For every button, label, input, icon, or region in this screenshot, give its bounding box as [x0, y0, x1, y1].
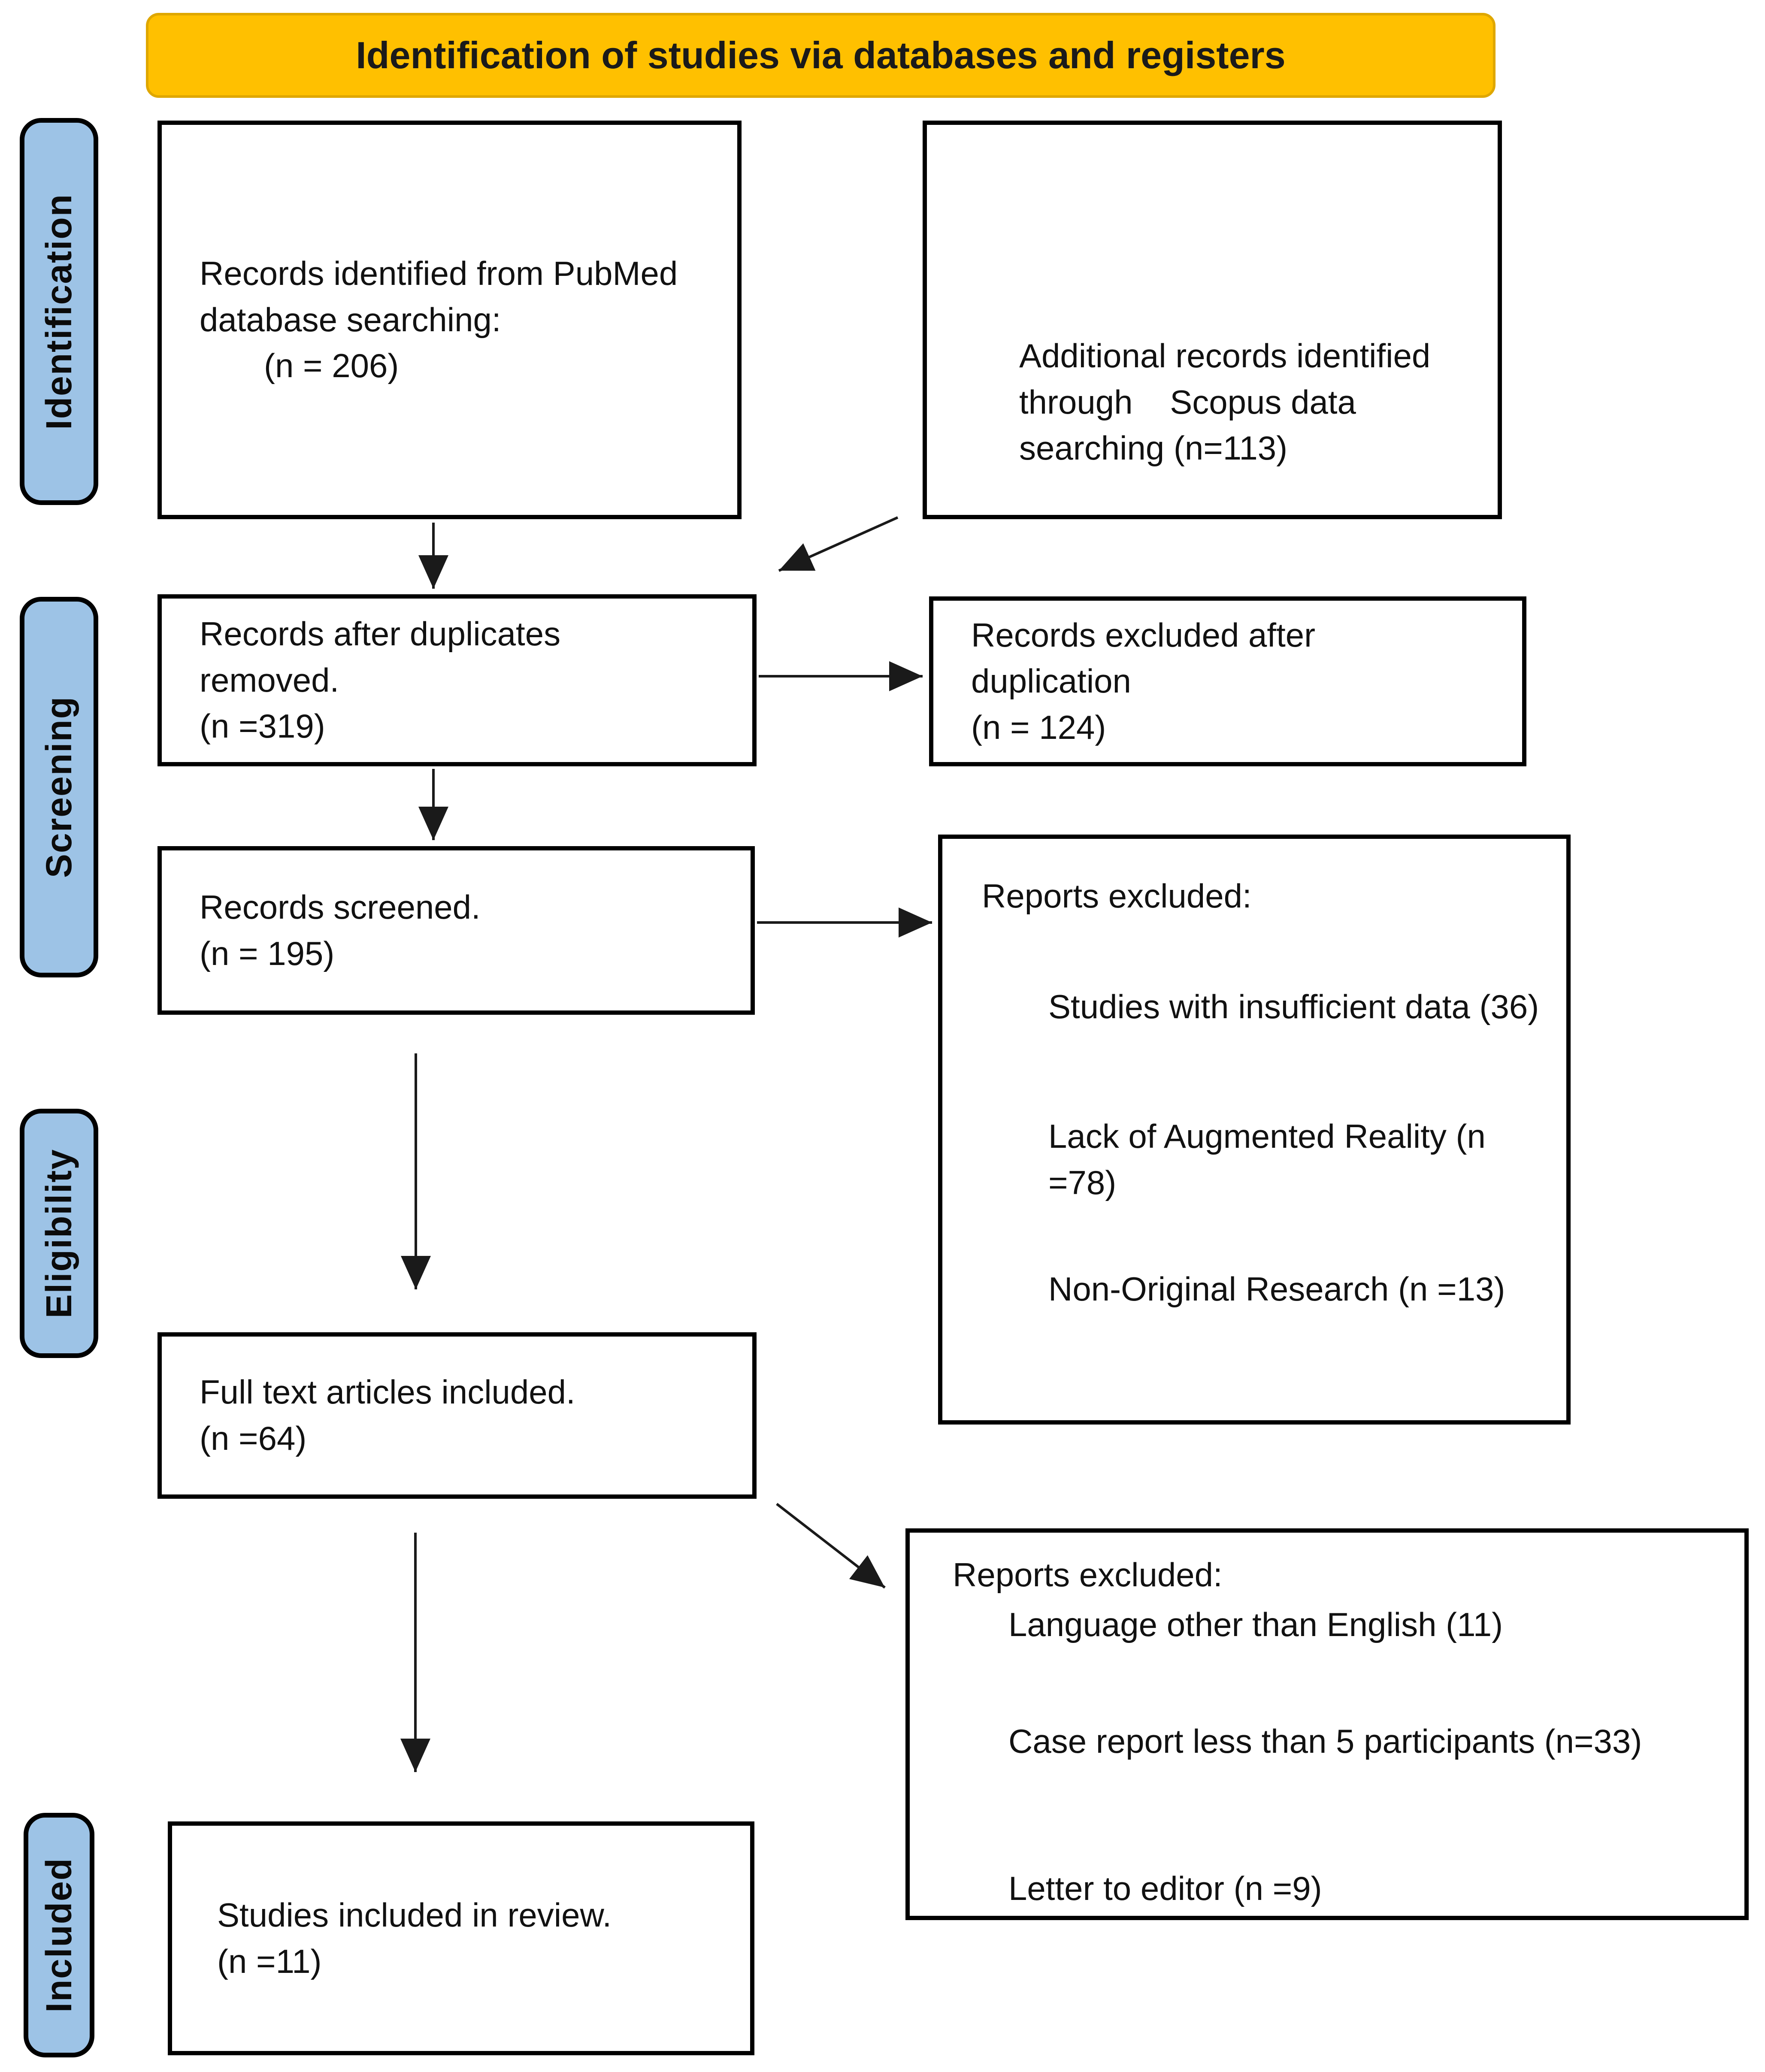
- stage-label-identification: Identification: [20, 118, 98, 505]
- box-pubmed-line-2: database searching:: [200, 300, 501, 339]
- box-scopus-line-1: Additional records identified: [1019, 337, 1431, 375]
- arrow-scopus-to-after-duplicates: [778, 516, 899, 572]
- box-included-line-1: Studies included in review.: [217, 1896, 612, 1934]
- box-scopus-count: searching (n=113): [1019, 429, 1288, 467]
- box-excl-screening-title: Reports excluded:: [982, 877, 1252, 915]
- title-banner: Identification of studies via databases …: [146, 13, 1496, 98]
- arrow-full-text-to-reports-excluded: [776, 1503, 886, 1589]
- box-included-count: (n =11): [217, 1942, 322, 1980]
- box-excl-screening-item-3: Non-Original Research (n =13): [1048, 1270, 1505, 1308]
- box-fulltext-count: (n =64): [200, 1419, 307, 1457]
- box-screened-count: (n = 195): [200, 934, 335, 972]
- stage-label-included-text: Included: [39, 1857, 79, 2013]
- box-additional-records-scopus: Additional records identified through Sc…: [923, 121, 1502, 519]
- box-dupes-line-2: removed.: [200, 661, 339, 699]
- box-pubmed-line-1: Records identified from PubMed: [200, 254, 678, 293]
- box-reports-excluded-fulltext: Reports excluded: Language other than En…: [905, 1528, 1749, 1920]
- box-records-identified-pubmed: Records identified from PubMed database …: [157, 121, 742, 519]
- box-fulltext-line-1: Full text articles included.: [200, 1373, 575, 1411]
- box-excl-dup-line-2: duplication: [971, 662, 1131, 700]
- box-excl-dup-line-1: Records excluded after: [971, 616, 1316, 654]
- stage-label-screening: Screening: [20, 597, 98, 977]
- box-excl-fulltext-item-1: Language other than English (11): [1008, 1605, 1503, 1643]
- box-excl-screening-item-1: Studies with insufficient data (36): [1048, 987, 1539, 1025]
- title-banner-label: Identification of studies via databases …: [356, 34, 1286, 76]
- stage-label-eligibility-text: Eligibility: [39, 1148, 79, 1319]
- box-dupes-line-1: Records after duplicates: [200, 615, 561, 653]
- box-pubmed-count: (n = 206): [264, 347, 399, 385]
- box-records-after-duplicates: Records after duplicates removed. (n =31…: [157, 594, 757, 766]
- box-screened-line-1: Records screened.: [200, 888, 481, 926]
- box-full-text-articles-included: Full text articles included. (n =64): [157, 1332, 757, 1499]
- box-dupes-count: (n =319): [200, 707, 325, 745]
- box-studies-included-in-review: Studies included in review. (n =11): [168, 1821, 754, 2055]
- stage-label-included: Included: [24, 1813, 94, 2057]
- box-records-excluded-duplication: Records excluded after duplication (n = …: [929, 596, 1526, 766]
- stage-label-eligibility: Eligibility: [20, 1109, 98, 1358]
- box-records-screened: Records screened. (n = 195): [157, 846, 755, 1015]
- box-excl-screening-item-2: Lack of Augmented Reality (n =78): [1048, 1117, 1495, 1201]
- box-excl-fulltext-title: Reports excluded:: [953, 1556, 1223, 1594]
- box-excl-fulltext-item-3: Letter to editor (n =9): [1008, 1869, 1322, 1907]
- stage-label-screening-text: Screening: [39, 696, 79, 878]
- box-scopus-line-2: through Scopus data: [1019, 383, 1356, 421]
- box-excl-dup-count: (n = 124): [971, 708, 1106, 746]
- box-excl-fulltext-item-2: Case report less than 5 participants (n=…: [1008, 1722, 1642, 1760]
- box-reports-excluded-screening: Reports excluded: Studies with insuffici…: [938, 835, 1571, 1425]
- stage-label-identification-text: Identification: [39, 193, 79, 430]
